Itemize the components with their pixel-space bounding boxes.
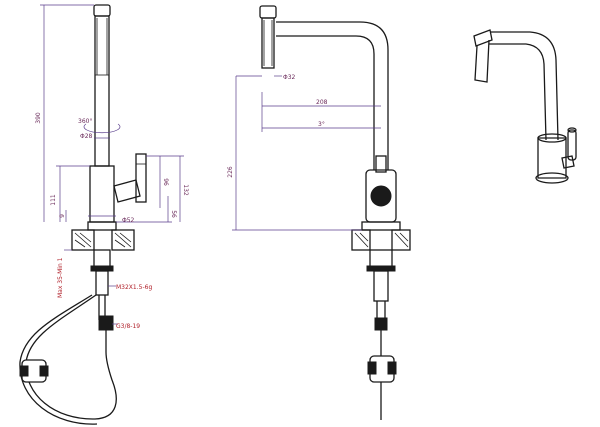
side-dim-spout-dia: Φ28 [80, 133, 93, 140]
perspective-view [473, 29, 577, 184]
side-countertop-right [111, 229, 135, 251]
side-hose-connector [98, 315, 114, 331]
side-hose [25, 294, 117, 420]
side-spray-head [93, 4, 111, 17]
iso-lever [567, 129, 577, 161]
front-hose-connector [374, 317, 388, 331]
side-dim-base-gap: 9 [59, 214, 66, 218]
side-countertop-left [71, 229, 95, 251]
side-dim-height-total: 390 [35, 112, 42, 124]
side-dim-spout-offset: 56 [170, 210, 177, 218]
side-view: 390 360° Φ28 96 132 111 56 9 Φ52 Max 35-… [19, 4, 189, 425]
side-escutcheon [87, 221, 117, 231]
front-lever [375, 155, 387, 173]
side-dim-rotation: 360° [78, 118, 92, 125]
side-dim-base-dia: Φ52 [122, 217, 135, 224]
front-spray-head [259, 5, 277, 19]
side-dim-thread-main: M32X1.5-6g [116, 284, 152, 291]
iso-body [537, 137, 567, 179]
front-dim-reach: 208 [316, 99, 328, 106]
side-body [89, 165, 115, 223]
side-handle [113, 179, 141, 203]
side-dim-thread-hose: G3/8-19 [116, 323, 140, 330]
front-view: Φ32 208 3° 226 [227, 5, 411, 420]
side-dim-base-height: 111 [50, 194, 57, 206]
side-dim-counter-max: Max 35-Min 1 [57, 257, 64, 298]
front-countertop-right [391, 229, 411, 251]
front-dim-spout-height: 226 [227, 166, 234, 178]
iso-spray-head [473, 29, 493, 47]
side-dim-body-height: 132 [182, 184, 189, 196]
front-dim-reach-center: 3° [318, 121, 325, 128]
iso-spout [490, 31, 559, 141]
side-lever [135, 153, 147, 203]
side-dim-lever-height: 96 [162, 178, 169, 186]
front-dim-head-dia: Φ32 [283, 74, 296, 81]
front-spout [276, 21, 389, 170]
